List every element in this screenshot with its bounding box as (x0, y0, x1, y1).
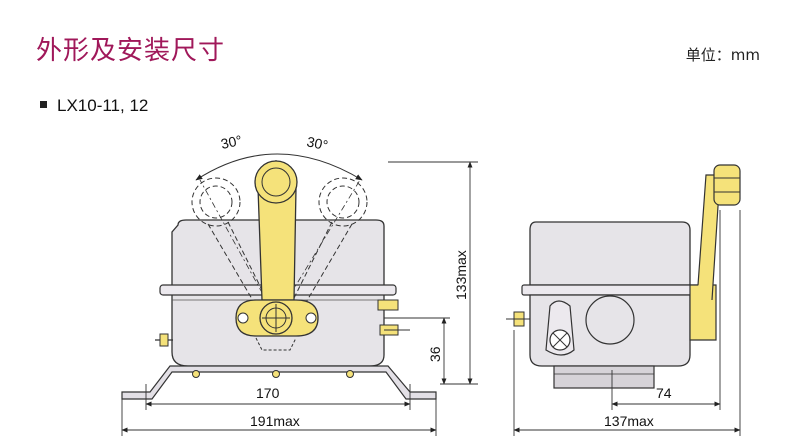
page-title: 外形及安装尺寸 (36, 36, 226, 66)
dim-angle-left: 30° (219, 132, 243, 152)
dim-side-total: 137max (604, 413, 654, 429)
front-left-screw (155, 333, 173, 347)
side-cover-disc (585, 295, 635, 345)
side-housing-top (529, 221, 691, 286)
dim-height-total: 133max (453, 250, 469, 300)
cable-gland (545, 300, 575, 356)
side-view: 74 137max (506, 164, 741, 436)
dim-width-mount: 170 (256, 385, 280, 401)
side-dims (513, 210, 741, 436)
front-view: 30° 30° 133max 36 170 191max (121, 132, 478, 436)
model-label: LX10-11, 12 (57, 96, 149, 115)
side-roller (713, 164, 741, 206)
front-dims-horizontal (121, 384, 437, 436)
unit-label: 单位：mm (685, 46, 760, 64)
dim-height-mount: 36 (427, 346, 443, 362)
side-flange (521, 284, 703, 296)
model-row: LX10-11, 12 (40, 96, 148, 116)
angle-arc (195, 153, 363, 181)
bullet-icon (40, 101, 47, 109)
dim-width-total: 191max (250, 413, 300, 429)
side-base (553, 365, 655, 389)
dim-side-mount: 74 (656, 385, 672, 401)
lever-arm (257, 187, 297, 301)
dim-angle-right: 30° (305, 133, 329, 153)
front-dims-vertical (388, 161, 478, 385)
